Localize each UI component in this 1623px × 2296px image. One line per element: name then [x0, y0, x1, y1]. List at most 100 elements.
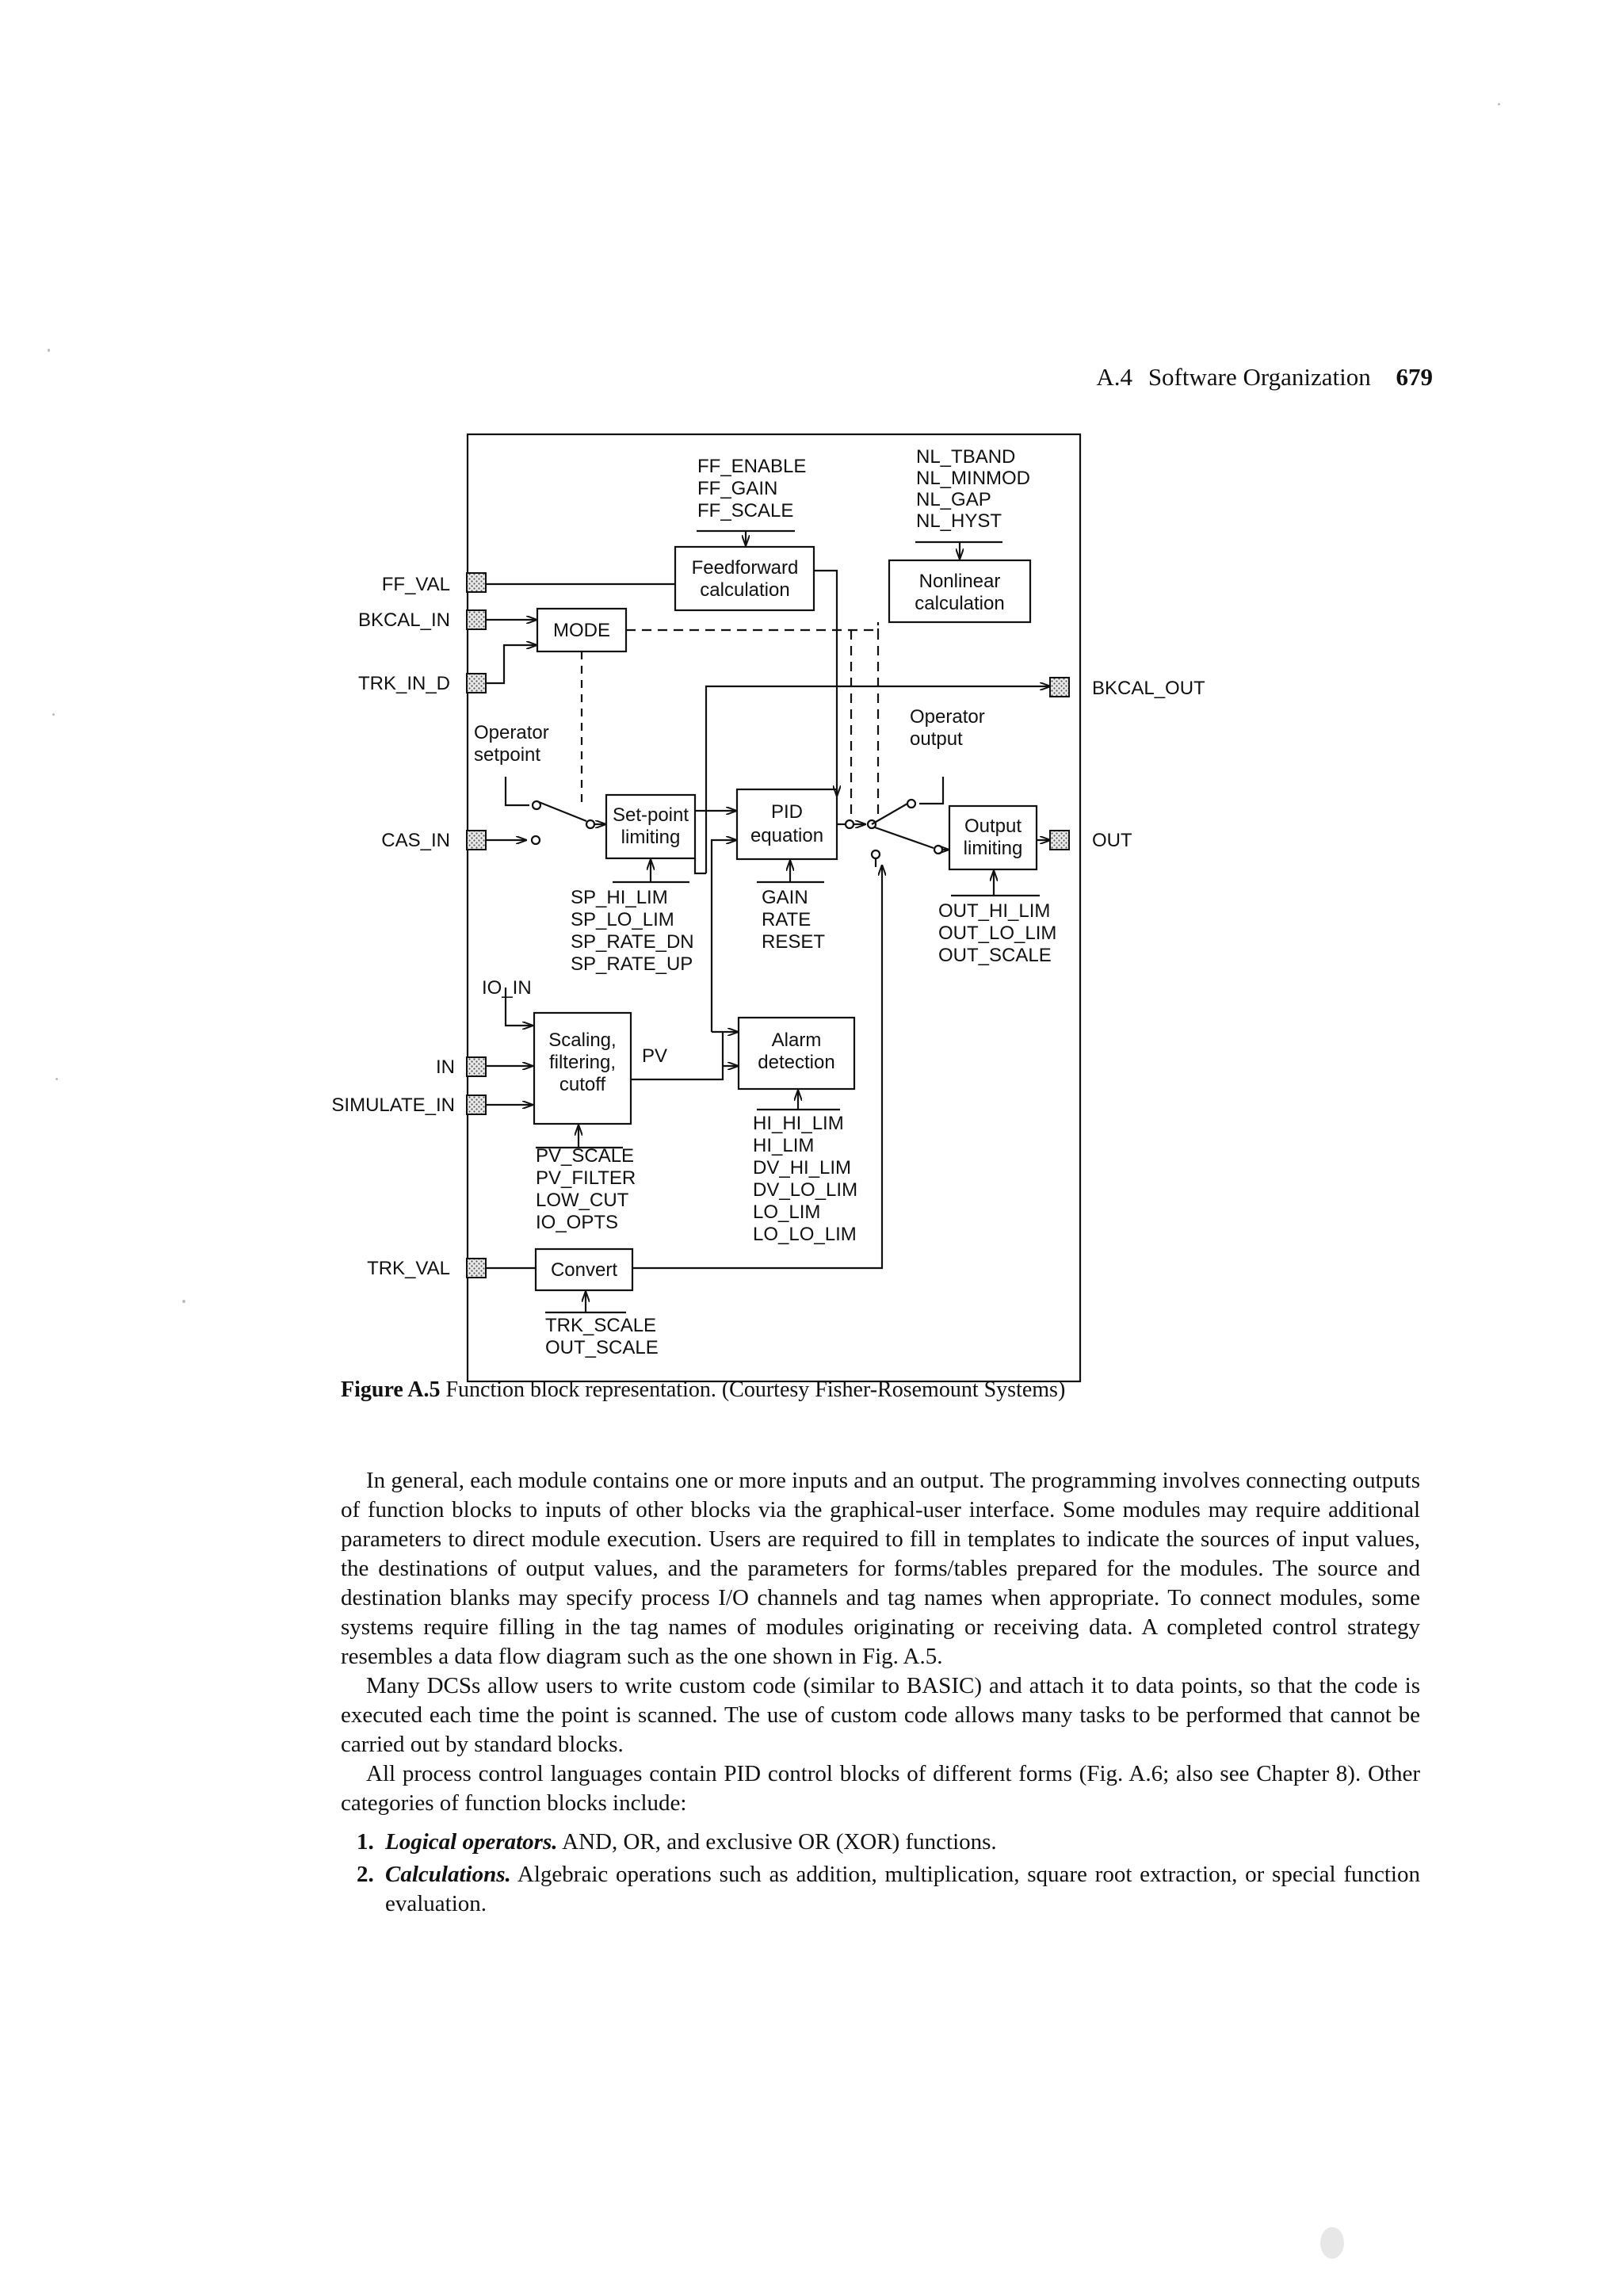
in-terminal [466, 1056, 487, 1077]
sp-param: SP_HI_LIM [571, 887, 668, 908]
ff-param: FF_GAIN [697, 478, 777, 499]
ff-param: FF_SCALE [697, 500, 793, 521]
out-terminal [1049, 830, 1070, 850]
nonlinear-label-1: Nonlinear [919, 571, 1001, 592]
setpoint-limiting-label-2: limiting [621, 827, 681, 848]
list-item-text: Algebraic operations such as addition, m… [385, 1862, 1420, 1916]
out-param: OUT_SCALE [938, 945, 1052, 966]
feedforward-label-2: calculation [700, 579, 789, 601]
feedforward-box [674, 545, 815, 612]
bkcal-in-terminal [466, 609, 487, 630]
pv-label: PV [642, 1045, 667, 1067]
alarm-label-2: detection [758, 1052, 834, 1073]
io-in-label: IO_IN [482, 977, 532, 999]
setpoint-limiting-label-1: Set-point [613, 804, 689, 826]
simulate-in-terminal [466, 1095, 487, 1115]
running-header: A.4 Software Organization 679 [1096, 363, 1433, 392]
input-label-trk-in-d: TRK_IN_D [358, 673, 450, 694]
pv-param: PV_FILTER [536, 1167, 636, 1189]
sp-param: SP_RATE_UP [571, 953, 693, 975]
function-block-frame [466, 433, 1082, 1383]
operator-output-label-2: output [910, 728, 963, 750]
list-item: 1. Logical operators. AND, OR, and exclu… [341, 1828, 1420, 1857]
alarm-param: HI_LIM [753, 1135, 814, 1156]
output-limiting-box [948, 804, 1038, 871]
cas-in-terminal [466, 830, 487, 850]
pid-label-1: PID [771, 801, 803, 823]
ff-val-terminal [466, 572, 487, 593]
scan-speck [1320, 2227, 1344, 2259]
sp-param: SP_RATE_DN [571, 931, 694, 953]
nonlinear-box [888, 559, 1032, 624]
scaling-label-2: filtering, [549, 1052, 616, 1073]
scan-speck [48, 349, 50, 352]
figure-caption-text: Function block representation. (Courtesy… [445, 1377, 1066, 1402]
out-param: OUT_LO_LIM [938, 923, 1056, 944]
output-label-bkcal-out: BKCAL_OUT [1092, 678, 1205, 699]
input-label-ff-val: FF_VAL [382, 574, 450, 595]
figure-caption: Figure A.5 Function block representation… [341, 1377, 1065, 1403]
out-param: OUT_HI_LIM [938, 900, 1050, 922]
body-paragraph: All process control languages contain PI… [341, 1761, 1420, 1816]
body-paragraph: Many DCSs allow users to write custom co… [341, 1673, 1420, 1757]
operator-setpoint-label-1: Operator [474, 722, 549, 743]
function-block-diagram: FF_VAL BKCAL_IN TRK_IN_D CAS_IN IN SIMUL… [331, 433, 1205, 1383]
alarm-label-1: Alarm [772, 1030, 822, 1051]
pid-param: RESET [762, 931, 825, 953]
alarm-param: HI_HI_LIM [753, 1113, 844, 1134]
scan-speck [55, 1078, 58, 1080]
list-item-number: 2. [357, 1862, 374, 1887]
header-section-title: Software Organization [1148, 363, 1371, 391]
pid-equation-box [735, 788, 838, 861]
input-label-simulate-in: SIMULATE_IN [331, 1095, 455, 1116]
bkcal-out-terminal [1049, 677, 1070, 697]
body-text: In general, each module contains one or … [341, 1466, 1420, 1922]
list-item-term: Calculations. [385, 1862, 511, 1887]
output-limiting-label-2: limiting [964, 838, 1023, 859]
body-paragraph: In general, each module contains one or … [341, 1468, 1420, 1669]
alarm-param: DV_HI_LIM [753, 1157, 851, 1179]
nl-param: NL_GAP [916, 489, 991, 510]
alarm-detection-box [737, 1016, 856, 1091]
scaling-box [533, 1011, 632, 1125]
convert-label: Convert [551, 1259, 617, 1281]
scan-speck [182, 1300, 185, 1303]
input-label-in: IN [436, 1056, 455, 1078]
nl-param: NL_HYST [916, 510, 1002, 532]
nl-param: NL_TBAND [916, 446, 1015, 468]
operator-setpoint-label-2: setpoint [474, 744, 540, 766]
list-item: 2. Calculations. Algebraic operations su… [341, 1860, 1420, 1919]
pid-param: GAIN [762, 887, 808, 908]
pid-label-2: equation [750, 825, 823, 846]
output-label-out: OUT [1092, 830, 1132, 851]
input-label-bkcal-in: BKCAL_IN [358, 609, 450, 631]
input-label-trk-val: TRK_VAL [367, 1258, 450, 1279]
alarm-param: DV_LO_LIM [753, 1179, 857, 1201]
trk-param: OUT_SCALE [545, 1337, 659, 1358]
scaling-label-1: Scaling, [548, 1030, 616, 1051]
alarm-param: LO_LIM [753, 1201, 820, 1223]
scan-speck [1498, 103, 1500, 105]
nl-param: NL_MINMOD [916, 468, 1030, 489]
setpoint-limiting-box [605, 793, 697, 860]
pid-param: RATE [762, 909, 811, 930]
output-limiting-label-1: Output [964, 816, 1022, 837]
nonlinear-label-2: calculation [915, 593, 1004, 614]
scaling-label-3: cutoff [559, 1074, 606, 1095]
trk-in-d-terminal [466, 673, 487, 693]
alarm-param: LO_LO_LIM [753, 1224, 857, 1245]
page-number: 679 [1396, 363, 1434, 391]
header-section-number: A.4 [1096, 363, 1133, 391]
pv-param: IO_OPTS [536, 1212, 618, 1233]
scan-speck [52, 713, 55, 716]
input-label-cas-in: CAS_IN [381, 830, 450, 851]
trk-param: TRK_SCALE [545, 1315, 656, 1336]
convert-box [534, 1247, 634, 1292]
feedforward-label-1: Feedforward [692, 557, 799, 579]
operator-output-label-1: Operator [910, 706, 985, 728]
sp-param: SP_LO_LIM [571, 909, 674, 930]
function-block-categories-list: 1. Logical operators. AND, OR, and exclu… [341, 1828, 1420, 1919]
list-item-number: 1. [357, 1829, 374, 1855]
pv-param: PV_SCALE [536, 1145, 634, 1167]
